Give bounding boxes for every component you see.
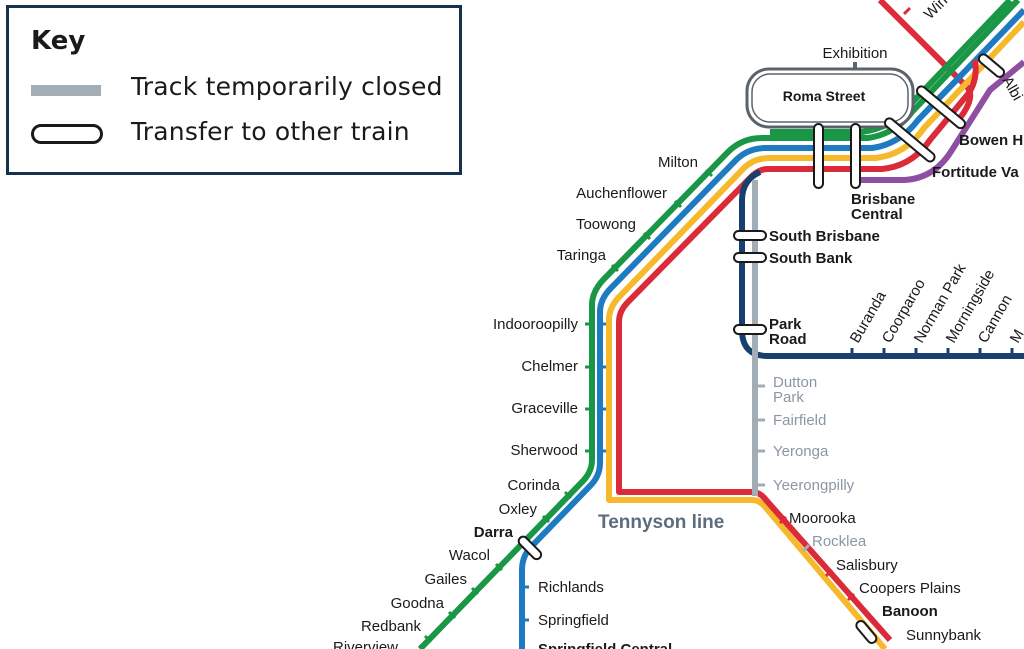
yellow-line [606,19,1024,649]
label-springfield-central: Springfield Central [538,641,672,649]
label-auchenflower: Auchenflower [576,185,667,202]
bowen-hills-transfer [915,85,967,130]
label-gailes: Gailes [424,571,467,588]
label-graceville: Graceville [511,400,578,417]
fortitude-valley-transfer [883,117,936,163]
label-richlands: Richlands [538,579,604,596]
map-key: Key Track temporarily closed Transfer to… [6,5,462,175]
label-redbank: Redbank [361,618,422,635]
label-road: Road [769,331,807,348]
label-fairfield: Fairfield [773,412,826,429]
label-banoon: Banoon [882,603,938,620]
south-brisbane-transfer [733,230,767,241]
label-yeronga: Yeronga [773,443,829,460]
park-road-transfer [733,324,767,335]
label-central: Central [851,206,903,223]
label-coopers-plains: Coopers Plains [859,580,961,597]
label-riverview: Riverview [333,639,398,649]
albion-transfer [977,53,1006,78]
label-taringa: Taringa [557,247,607,264]
label-brisbane: Brisbane [851,191,915,208]
roma-street-interchange [745,67,915,129]
green-line [417,0,1021,649]
label-goodna: Goodna [391,595,445,612]
label-moorooka: Moorooka [789,510,856,527]
label-indooroopilly: Indooroopilly [493,316,579,333]
south-bank-transfer [733,252,767,263]
label-wacol: Wacol [449,547,490,564]
label-toowong: Toowong [576,216,636,233]
label-south-bank: South Bank [769,250,853,267]
label-salisbury: Salisbury [836,557,898,574]
label-rocklea: Rocklea [812,533,867,550]
label-park: Park [769,316,802,333]
label-sherwood: Sherwood [510,442,578,459]
label-yeerongpilly: Yeerongpilly [773,477,855,494]
transfer-label: Transfer to other train [131,117,410,146]
station-labels: Exhibition Roma Street Bowen H Fortitude… [333,0,1024,649]
brisbane-central-transfer-1 [813,123,824,189]
transfer-swatch [31,124,103,144]
closed-track-label: Track temporarily closed [131,72,443,101]
label-bowen-hills: Bowen H [959,132,1023,149]
label-springfield: Springfield [538,612,609,629]
brisbane-central-transfer-2 [850,123,861,189]
label-chelmer: Chelmer [521,358,578,375]
station-ticks [423,6,1014,644]
label-tennyson-line: Tennyson line [598,512,724,533]
label-darra: Darra [474,524,514,541]
label-windsor: Win [921,0,951,23]
darra-transfer [517,535,543,561]
label-exhibition: Exhibition [822,45,887,62]
label-dutton: Dutton [773,374,817,391]
label-roma-street: Roma Street [783,88,866,104]
label-south-brisbane: South Brisbane [769,228,880,245]
red-line-north [877,0,974,120]
label-corinda: Corinda [507,477,560,494]
label-murarrie: M [1007,327,1024,346]
label-milton: Milton [658,154,698,171]
label-fortitude-valley: Fortitude Va [932,164,1019,181]
key-title: Key [31,26,86,56]
purple-line [855,59,1024,183]
banoon-transfer [855,619,878,644]
label-sunnybank: Sunnybank [906,627,982,644]
label-oxley: Oxley [499,501,538,518]
label-dutton-park: Park [773,389,804,406]
closed-track-swatch [31,85,101,96]
